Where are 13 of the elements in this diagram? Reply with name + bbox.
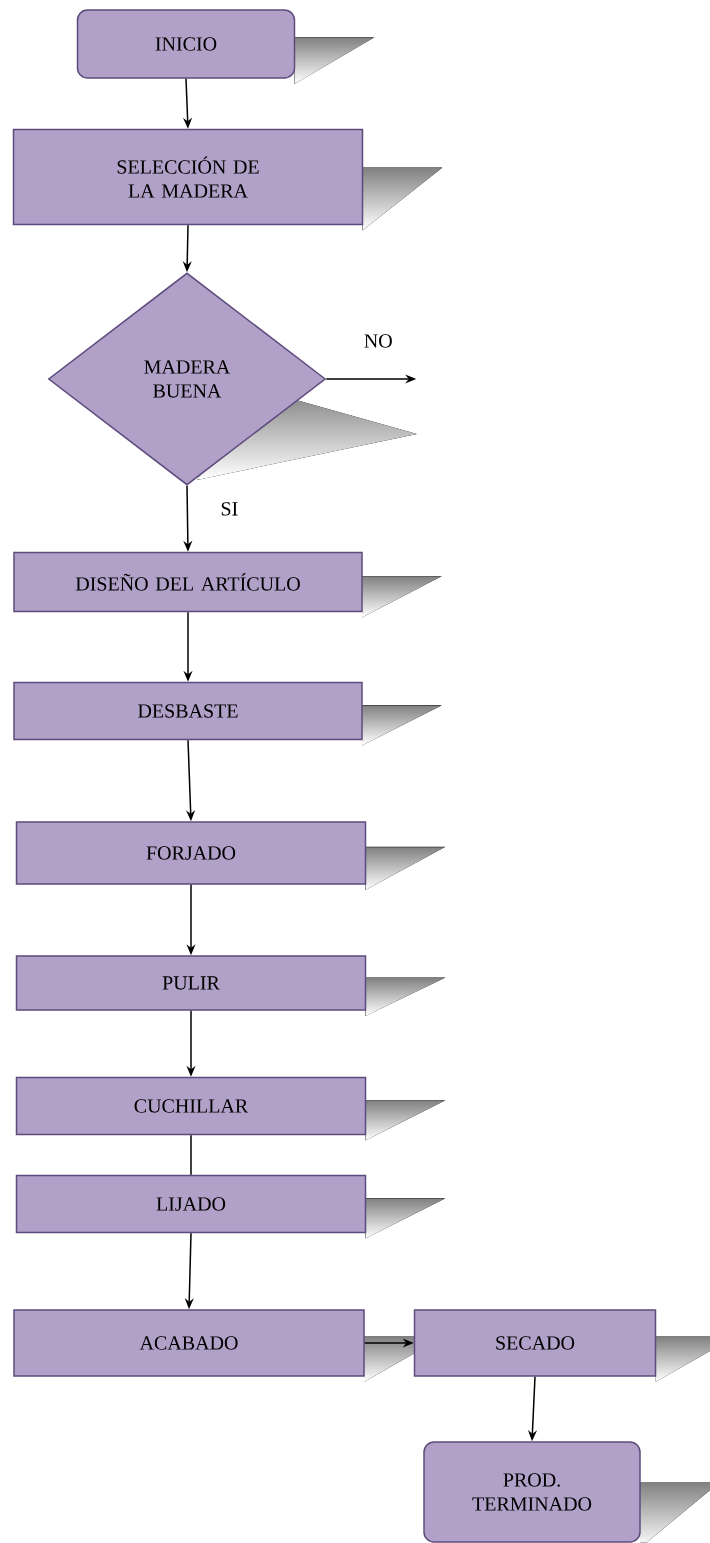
edge-label: NO [364, 334, 392, 348]
process-box: DISEÑO DEL ARTÍCULO [13, 551, 363, 613]
edge-label: SI [221, 502, 238, 516]
process-box: SELECCIÓN DE LA MADERA [12, 128, 364, 226]
terminal-box: PROD. TERMINADO [423, 1441, 641, 1543]
terminal-box: INICIO [76, 9, 296, 79]
process-box: LIJADO [15, 1174, 367, 1234]
process-box: CUCHILLAR [15, 1076, 367, 1136]
process-box: FORJADO [15, 821, 367, 885]
process-box: PULIR [15, 955, 367, 1011]
process-box: SECADO [413, 1309, 657, 1377]
process-box: ACABADO [13, 1309, 365, 1377]
process-box: DESBASTE [13, 681, 363, 741]
